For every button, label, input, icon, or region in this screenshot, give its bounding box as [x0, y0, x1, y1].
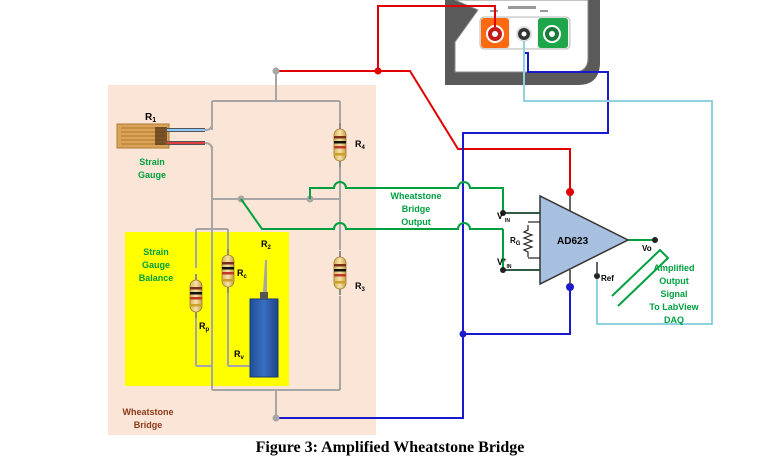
- op-amp-ad623: [539, 194, 630, 286]
- rg-resistor: [522, 225, 534, 257]
- label-r1: R1: [145, 112, 156, 124]
- svg-text:Output: Output: [401, 217, 431, 227]
- label-rg: RG: [510, 236, 521, 247]
- svg-text:Wheatstone: Wheatstone: [390, 191, 441, 201]
- svg-text:Gauge: Gauge: [142, 260, 170, 270]
- label-balance: Strain Gauge Balance: [139, 247, 174, 283]
- label-ad623: AD623: [557, 236, 589, 247]
- wire-red: [377, 5, 571, 196]
- svg-text:Bridge: Bridge: [402, 204, 431, 214]
- label-rc: Rc: [237, 268, 248, 280]
- label-vo: Vo: [642, 244, 652, 253]
- svg-text:Balance: Balance: [139, 273, 174, 283]
- svg-text:Bridge: Bridge: [134, 420, 163, 430]
- wire-green: [240, 181, 670, 307]
- figure-caption: Figure 3: Amplified Wheatstone Bridge: [255, 439, 525, 456]
- svg-text:Wheatstone: Wheatstone: [122, 407, 173, 417]
- label-strain-gauge: Strain Gauge: [138, 157, 166, 180]
- label-vin-minus: V-IN: [497, 211, 510, 224]
- label-rp: Rp: [199, 321, 210, 333]
- label-bridge-output: Wheatstone Bridge Output: [390, 191, 441, 227]
- battery-rv: [249, 259, 279, 378]
- svg-text:Gauge: Gauge: [138, 170, 166, 180]
- svg-text:Strain: Strain: [139, 157, 165, 167]
- svg-text:Strain: Strain: [143, 247, 169, 257]
- label-rv: Rv: [234, 349, 245, 361]
- label-r4: R4: [355, 139, 366, 151]
- svg-text:Amplified: Amplified: [653, 263, 694, 273]
- wire-blue: [276, 41, 609, 419]
- label-ref: Ref: [601, 274, 614, 283]
- svg-text:To LabView: To LabView: [649, 302, 699, 312]
- bridge-wires: [195, 71, 341, 418]
- svg-text:Signal: Signal: [660, 289, 687, 299]
- label-vin-plus: V+IN: [497, 257, 512, 270]
- svg-text:Output: Output: [659, 276, 689, 286]
- wire-cyan: [523, 41, 713, 325]
- power-supply: [445, 0, 600, 85]
- label-r2: R2: [261, 239, 272, 251]
- label-wheatstone-bridge: Wheatstone Bridge: [122, 407, 173, 430]
- strain-gauge: [116, 101, 213, 160]
- label-amplified-output: Amplified Output Signal To LabView DAQ: [649, 263, 699, 325]
- label-r3: R3: [355, 281, 366, 293]
- svg-text:DAQ: DAQ: [664, 315, 684, 325]
